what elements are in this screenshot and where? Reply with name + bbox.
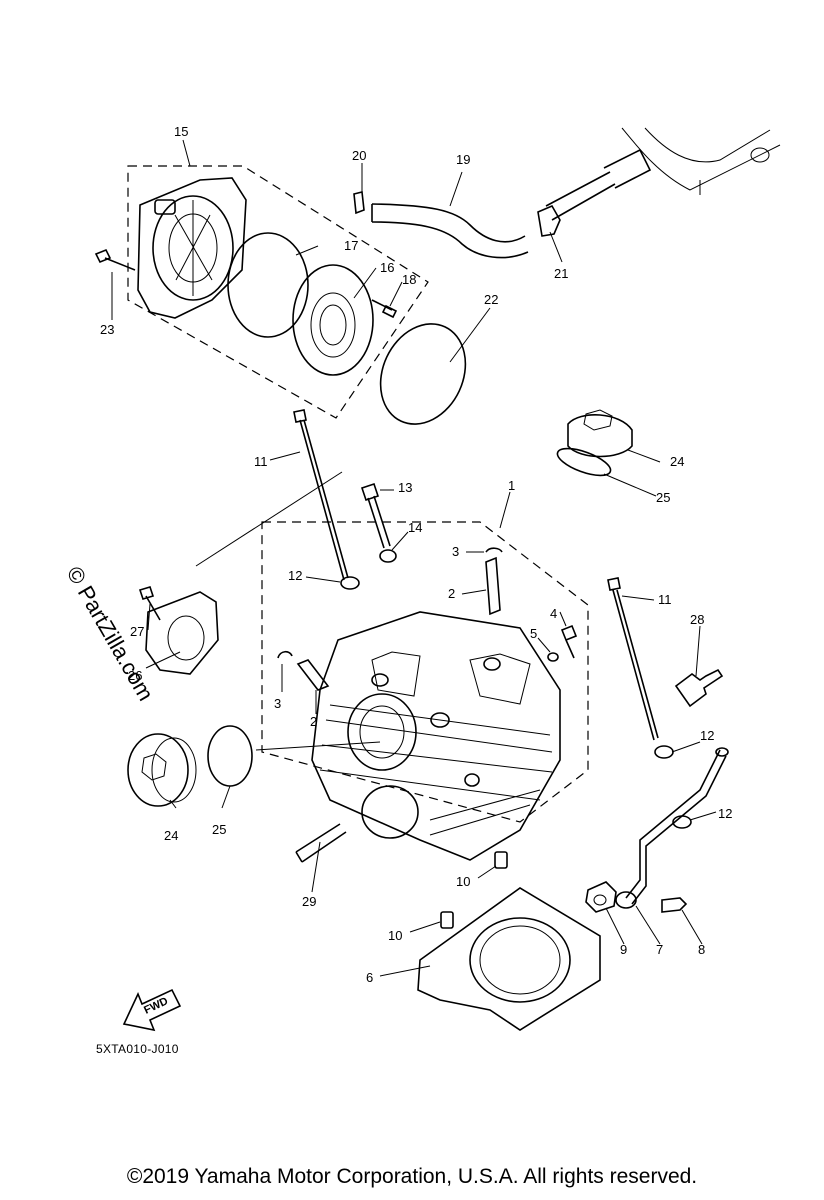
callout-12-right-upper: 12 [700,728,714,743]
callout-6: 6 [366,970,373,985]
part-4-bolt[interactable] [560,624,578,659]
cylinder-head-group [261,521,589,929]
diagram-code: 5XTA010-J010 [96,1042,179,1056]
part-18-bolt[interactable] [371,299,398,319]
callout-9: 9 [620,942,627,957]
callout-16: 16 [380,260,394,275]
part-15-housing[interactable] [137,177,247,319]
part-25-oring-lower[interactable] [207,725,253,787]
callout-2-upper: 2 [448,586,455,601]
callout-25-upper: 25 [656,490,670,505]
part-12-washer-left[interactable] [340,576,360,590]
callout-22: 22 [484,292,498,307]
callout-12-left: 12 [288,568,302,583]
callout-25-lower: 25 [212,822,226,837]
part-3-clip-upper[interactable] [485,547,503,553]
part-8-bolt[interactable] [661,897,688,913]
callout-5: 5 [530,626,537,641]
callout-3-upper: 3 [452,544,459,559]
copyright-notice: ©2019 Yamaha Motor Corporation, U.S.A. A… [126,1165,698,1188]
callout-20: 20 [352,148,366,163]
callout-10-upper: 10 [456,874,470,889]
callout-18: 18 [402,272,416,287]
callout-labels: 15 20 19 17 16 18 21 22 23 11 24 13 25 1… [100,124,732,985]
callout-1: 1 [508,478,515,493]
callout-2-lower: 2 [310,714,317,729]
part-11-stud-left[interactable] [293,409,349,581]
callout-15: 15 [174,124,188,139]
cover-assembly-group [94,127,781,438]
callout-8: 8 [698,942,705,957]
callout-29: 29 [302,894,316,909]
callout-23: 23 [100,322,114,337]
fwd-label: FWD [142,995,170,1016]
callout-21: 21 [554,266,568,281]
leader-lines [111,139,717,977]
part-28-spark-plug[interactable] [674,668,724,708]
part-12-washer-right-upper[interactable] [654,745,674,759]
part-21-clamp[interactable] [537,204,561,237]
part-3-clip-lower[interactable] [277,650,293,659]
part-22-oring[interactable] [365,310,481,438]
callout-28: 28 [690,612,704,627]
callout-4: 4 [550,606,557,621]
callout-19: 19 [456,152,470,167]
callout-14: 14 [408,520,422,535]
part-23-bolt[interactable] [94,248,136,271]
callout-26: 26 [128,668,142,683]
part-24-cap-upper[interactable] [567,414,633,458]
part-7-oil-pipe[interactable] [625,749,727,905]
part-6-head-gasket[interactable] [417,887,601,1031]
part-14-washer[interactable] [379,549,397,563]
part-29-stud[interactable] [295,823,347,863]
part-16-plate[interactable] [292,264,374,376]
part-9-gasket[interactable] [585,881,617,913]
part-2-valve-guide-lower[interactable] [296,659,330,691]
callout-24-upper: 24 [670,454,684,469]
part-13-bolt[interactable] [360,482,391,549]
callout-12-right-lower: 12 [718,806,732,821]
frame-fragment [621,127,781,195]
part-1-cylinder-head[interactable] [311,611,561,861]
callout-27: 27 [130,624,144,639]
part-20-clip[interactable] [353,191,365,215]
callout-11-right: 11 [658,592,672,607]
part-5-washer[interactable] [547,652,559,662]
callout-17: 17 [344,238,358,253]
part-19-hose[interactable] [371,203,526,243]
part-25-oring-upper[interactable] [554,443,613,481]
part-26-gasket[interactable] [145,591,219,675]
callout-24-lower: 24 [164,828,178,843]
part-11-stud-right[interactable] [607,577,659,741]
callout-13: 13 [398,480,412,495]
fwd-arrow-icon: FWD [122,988,182,1032]
callout-11-left: 11 [254,454,268,469]
part-10-dowel-lower[interactable] [440,911,454,929]
callout-7: 7 [656,942,663,957]
part-10-dowel-upper[interactable] [494,851,508,869]
part-2-valve-guide-upper[interactable] [485,556,501,616]
callout-3-lower: 3 [274,696,281,711]
part-27-bolt[interactable] [138,586,161,621]
callout-10-lower: 10 [388,928,402,943]
part-17-gasket[interactable] [227,232,309,338]
part-24-cap-lower[interactable] [127,733,189,807]
